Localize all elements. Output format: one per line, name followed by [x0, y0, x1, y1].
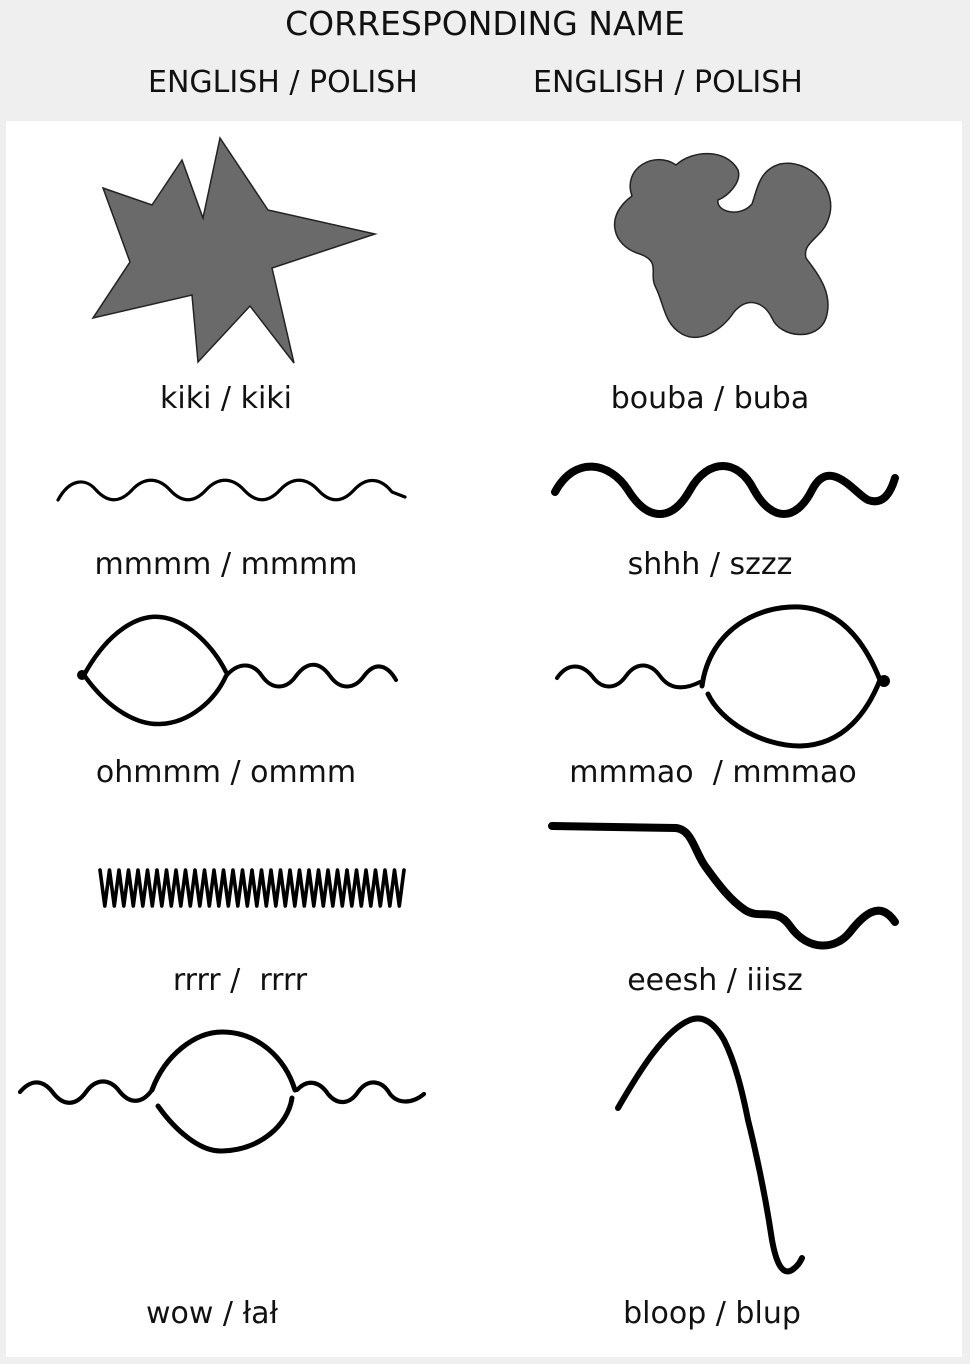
kiki-spiky-shape [91, 136, 378, 364]
mmmao-wave [555, 663, 702, 690]
bouba-rounded-shape [613, 152, 832, 339]
rrrr-zigzag-coil [98, 868, 406, 908]
ohmmm-loop [81, 614, 229, 678]
label-wow: wow / łał [145, 1296, 279, 1331]
label-bloop: bloop / blup [623, 1296, 801, 1331]
column-header-left: ENGLISH / POLISH [148, 65, 418, 100]
label-bouba: bouba / buba [610, 381, 810, 416]
eeesh-step-wave [548, 822, 899, 950]
label-eeesh: eeesh / iiisz [627, 963, 803, 998]
label-shhh: shhh / szzz [627, 547, 793, 582]
label-rrrr: rrrr / rrrr [172, 963, 308, 998]
shhh-thick-wave [551, 462, 899, 518]
ohmmm-loop-bottom [81, 672, 229, 727]
wow-loop-top [149, 1029, 298, 1093]
label-mmmm: mmmm / mmmm [94, 547, 358, 582]
ohmmm-wave [224, 662, 398, 689]
wow-right-wave [294, 1080, 427, 1105]
bloop-peak-drop [615, 1015, 805, 1275]
label-kiki: kiki / kiki [159, 381, 292, 416]
mmmm-thin-wave [56, 478, 407, 502]
column-header-right: ENGLISH / POLISH [533, 65, 803, 100]
ohmmm-end-dot [77, 670, 87, 680]
mmmao-loop [699, 604, 883, 749]
wow-loop-bottom [155, 1095, 295, 1154]
wow-left-wave [17, 1079, 155, 1105]
label-ohmmm: ohmmm / ommm [95, 755, 357, 790]
header-title: CORRESPONDING NAME [285, 4, 685, 43]
mmmao-end-dot [878, 675, 890, 687]
label-mmmao: mmmao / mmmao [569, 755, 857, 790]
